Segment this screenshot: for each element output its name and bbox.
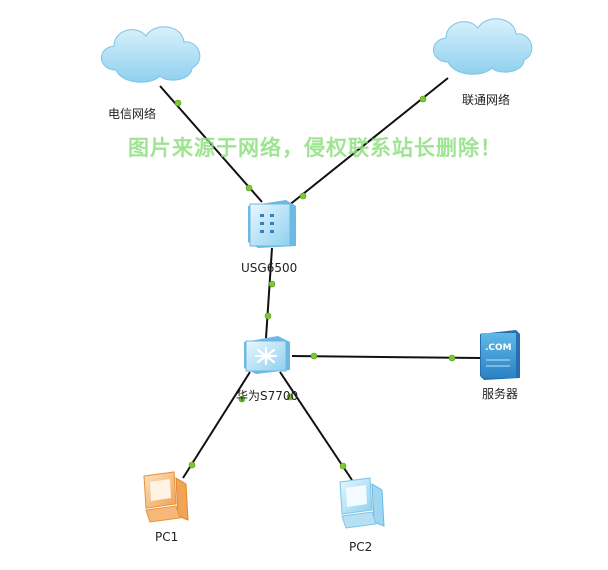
port-dot xyxy=(299,192,307,200)
node-label-firewall: USG6500 xyxy=(241,261,297,275)
pc-icon-pc1 xyxy=(143,471,189,523)
port-dot xyxy=(174,99,182,107)
port-dot xyxy=(264,312,272,320)
firewall-icon xyxy=(248,200,296,248)
port-dot xyxy=(245,184,253,192)
link-switch-pc1 xyxy=(182,371,251,479)
port-dot xyxy=(286,393,294,401)
port-dot xyxy=(310,352,318,360)
watermark-text: 图片来源于网络，侵权联系站长删除！ xyxy=(128,136,502,160)
link-switch-pc2 xyxy=(279,371,353,481)
node-label-telecom: 电信网络 xyxy=(108,106,156,121)
link-switch-server xyxy=(291,355,481,359)
node-label-server: 服务器 xyxy=(482,386,518,401)
port-dot xyxy=(419,95,427,103)
port-dot xyxy=(448,354,456,362)
switch-icon xyxy=(244,336,290,374)
server-icon: .COM xyxy=(480,330,520,380)
cloud-icon-telecom xyxy=(101,26,201,83)
node-label-core-switch: 华为S7700 xyxy=(236,389,298,403)
port-dot xyxy=(268,280,276,288)
cloud-icon-unicom xyxy=(433,18,533,75)
node-label-pc2: PC2 xyxy=(349,540,372,554)
port-markers xyxy=(174,95,456,470)
link-firewall-switch xyxy=(265,247,273,339)
port-dot xyxy=(188,461,196,469)
pc-icon-pc2 xyxy=(339,477,385,529)
server-badge: .COM xyxy=(485,343,512,353)
port-dot xyxy=(339,462,347,470)
node-label-pc1: PC1 xyxy=(155,530,178,544)
port-dot xyxy=(238,395,246,403)
node-label-unicom: 联通网络 xyxy=(462,92,510,107)
